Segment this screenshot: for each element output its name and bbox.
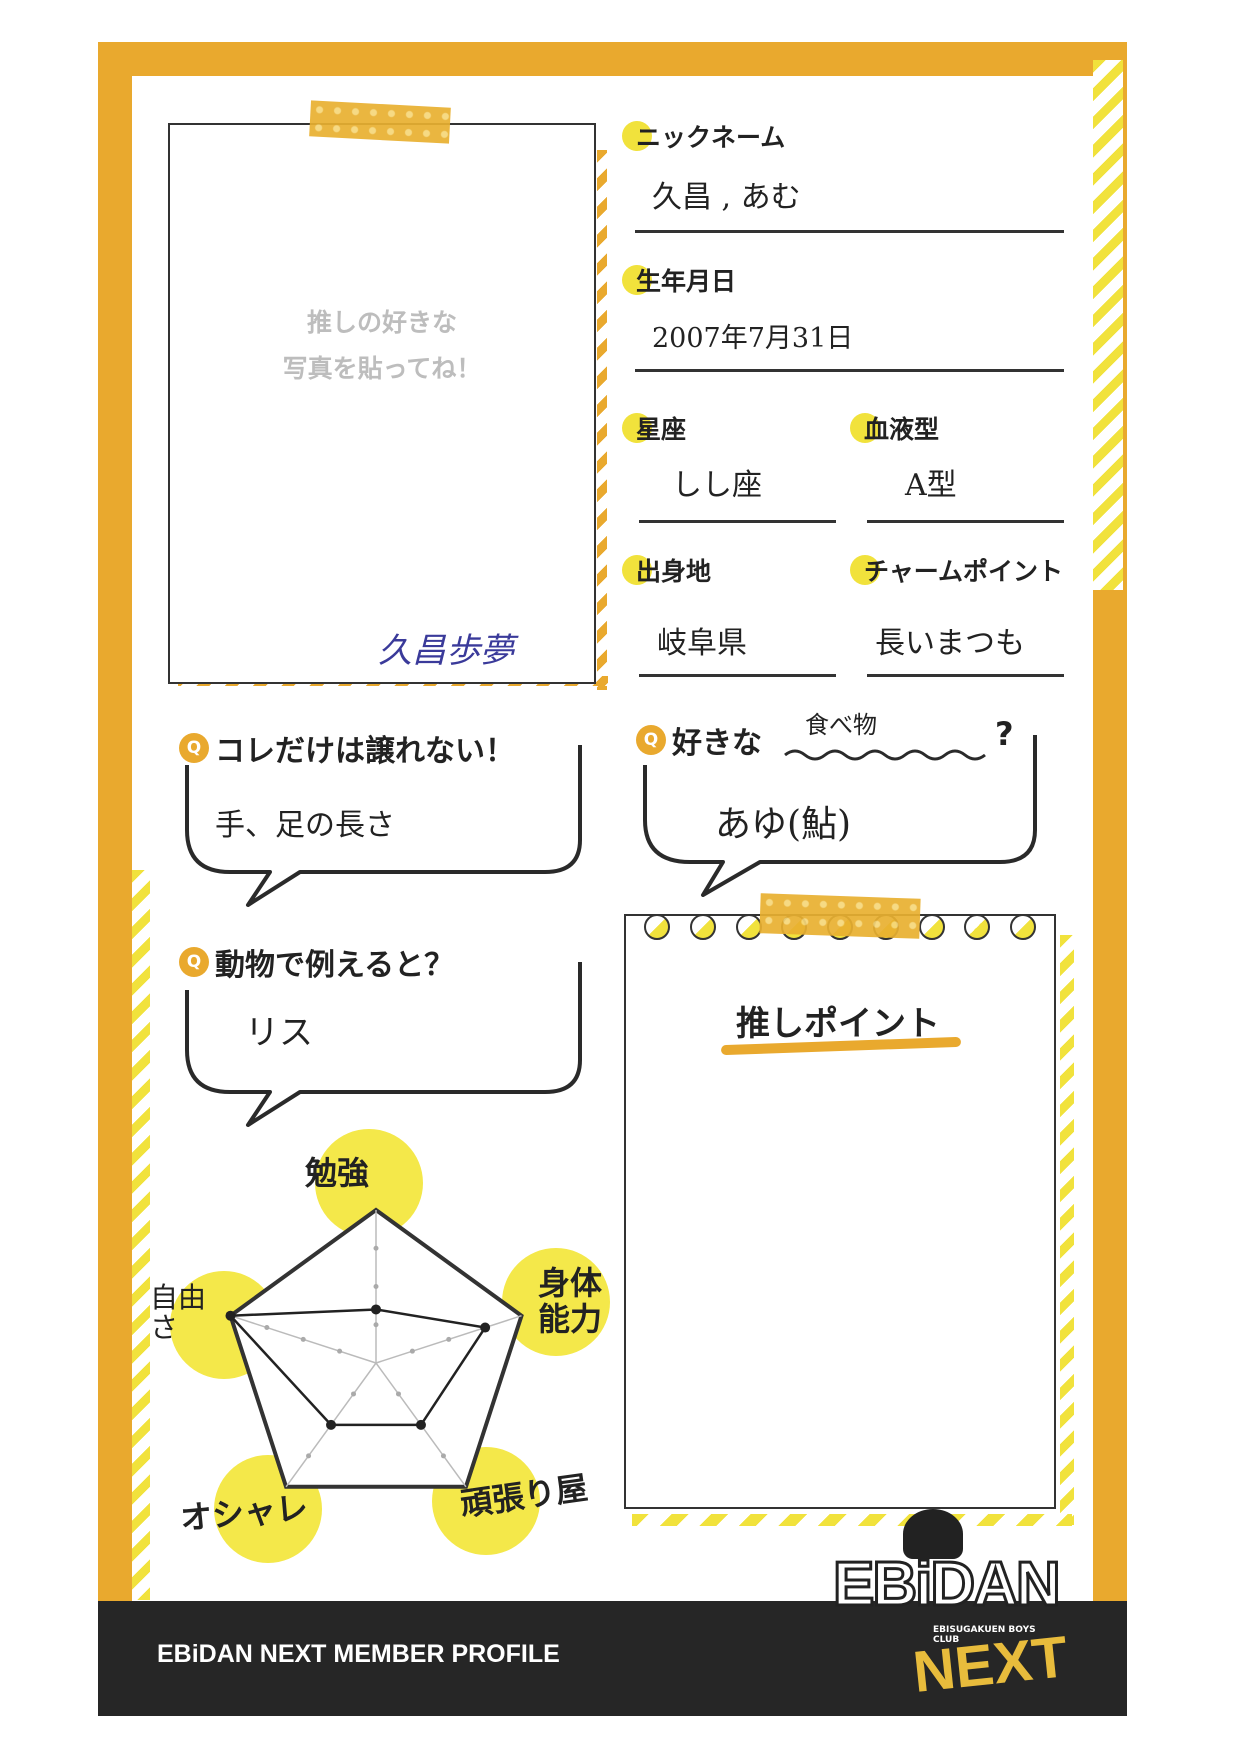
signature-name: 久昌歩夢 — [378, 631, 514, 671]
stripe-decoration — [132, 870, 150, 1600]
field-label: 星座 — [636, 415, 687, 444]
field-label: チャームポイント — [864, 557, 1064, 586]
question-animal: Q 動物で例えると？ — [179, 940, 454, 984]
hint-line-2: 写真を貼ってね！ — [282, 354, 482, 383]
question-label: 動物で例えると？ — [215, 948, 455, 983]
question-mark: ? — [995, 715, 1014, 753]
radar-point-0 — [371, 1304, 381, 1315]
logo-brand: EBiDAN — [832, 1549, 1063, 1621]
q-badge-icon: Q — [636, 725, 666, 755]
field-value: 長いまつも — [875, 626, 1025, 661]
hint-line-1: 推しの好きな — [306, 308, 457, 337]
field-charm-point: チャームポイント 長いまつも — [850, 552, 1064, 677]
field-label: ニックネーム — [636, 123, 786, 152]
q-badge-icon: Q — [179, 947, 209, 977]
radar-tick — [306, 1453, 312, 1459]
bullet-dot — [622, 555, 652, 585]
ebidan-next-logo: EBiDAN EBISUGAKUEN BOYS CLUB NEXT — [832, 1509, 1071, 1705]
field-value: しし座 — [672, 468, 762, 503]
stripe-decoration — [1060, 935, 1074, 1525]
axis-label-physical: 身体能力 — [537, 1264, 602, 1338]
radar-point-3 — [326, 1419, 337, 1430]
stripe-decoration — [1093, 60, 1123, 590]
question-cant-give-up: Q コレだけは譲れない！ — [179, 726, 515, 770]
question-label: コレだけは譲れない！ — [215, 734, 515, 769]
axis-circle — [502, 1248, 610, 1356]
radar-tick — [395, 1391, 401, 1397]
bullet-dot — [850, 555, 880, 585]
axis-label-freedom: 自由さ — [150, 1281, 207, 1344]
photo-frame: 推しの好きな 写真を貼ってね！ 久昌歩夢 — [168, 123, 596, 684]
radar-tick — [440, 1453, 446, 1459]
field-value: 2007年7月31日 — [652, 323, 854, 354]
bullet-dot — [850, 413, 880, 443]
bullet-dot — [622, 413, 652, 443]
footer-bar — [98, 1601, 1127, 1716]
field-zodiac: 星座 しし座 — [622, 410, 836, 523]
footer-title: EBiDAN NEXT MEMBER PROFILE — [157, 1640, 560, 1668]
radar-point-4 — [225, 1310, 236, 1321]
oshi-point-title: 推しポイント — [736, 1004, 940, 1044]
radar-tick — [300, 1336, 306, 1342]
radar-tick — [373, 1245, 379, 1251]
field-label: 出身地 — [636, 557, 712, 586]
question-label: 好きな — [672, 726, 762, 761]
field-value: 岐阜県 — [657, 626, 747, 661]
field-hometown: 出身地 岐阜県 — [622, 552, 836, 677]
favorite-category: 食べ物 — [805, 711, 877, 739]
bullet-dot — [622, 265, 652, 295]
field-blood-type: 血液型 A型 — [850, 410, 1064, 523]
radar-tick — [351, 1391, 357, 1397]
field-nickname: ニックネーム 久昌 , あむ — [622, 118, 1064, 233]
answer-cant-give-up: 手、足の長さ — [215, 808, 395, 843]
q-badge-icon: Q — [179, 733, 209, 763]
radar-point-2 — [415, 1419, 426, 1430]
logo-subtitle: EBISUGAKUEN BOYS CLUB — [933, 1625, 1036, 1645]
bullet-dot — [622, 121, 652, 151]
radar-tick — [337, 1348, 343, 1354]
stripe-decoration — [597, 150, 607, 690]
radar-value-polygon — [227, 1308, 488, 1427]
field-value: A型 — [905, 468, 957, 503]
mascot-icon — [903, 1509, 963, 1559]
axis-label-study: 勉強 — [305, 1154, 370, 1192]
radar-tick — [264, 1325, 270, 1331]
field-label: 生年月日 — [636, 267, 737, 296]
question-favorite: Q 好きな — [636, 718, 762, 762]
field-label: 血液型 — [864, 415, 940, 444]
radar-point-1 — [480, 1322, 491, 1333]
radar-tick — [409, 1348, 415, 1354]
photo-hint: 推しの好きな 写真を貼ってね！ — [170, 300, 594, 392]
radar-tick — [373, 1322, 379, 1328]
field-birthday: 生年月日 2007年7月31日 — [622, 262, 1064, 372]
radar-tick — [373, 1284, 379, 1289]
stripe-decoration — [632, 1514, 1072, 1526]
field-value: 久昌 , あむ — [652, 180, 801, 215]
answer-favorite: あゆ(鮎) — [715, 804, 852, 845]
radar-tick — [446, 1336, 452, 1342]
answer-animal: リス — [245, 1013, 313, 1053]
